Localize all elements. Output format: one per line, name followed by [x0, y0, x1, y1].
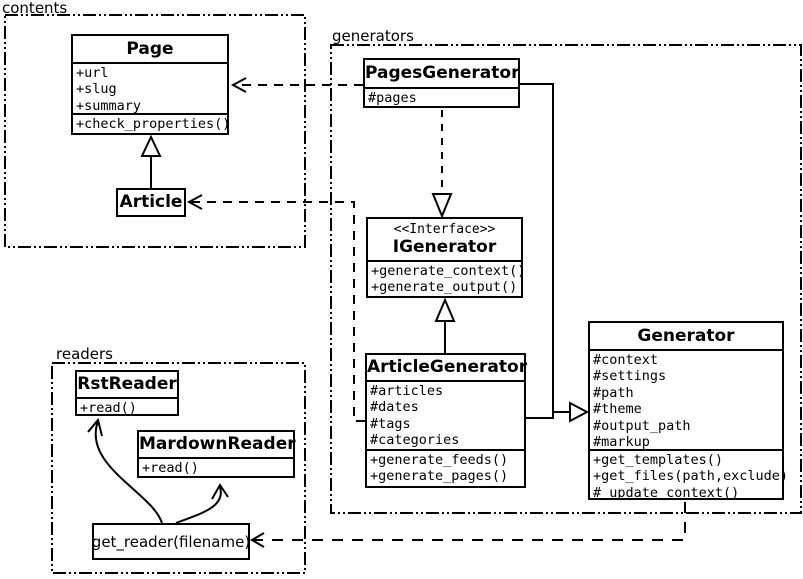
articlegenerator-to-article-arrowhead: [186, 194, 203, 210]
articlegenerator-to-igenerator-triangle: [434, 297, 456, 322]
generator-methods: +get_templates() +get_files(path,exclude…: [590, 449, 789, 501]
class-method: +get_files(path,exclude): [593, 468, 789, 485]
class-title-igenerator: IGenerator: [392, 237, 497, 257]
class-method: +read(): [80, 400, 137, 416]
readers-package-border: [51, 362, 306, 574]
class-attribute: #dates: [370, 399, 419, 416]
class-title-rstreader: RstReader: [77, 374, 177, 394]
class-method: +check_properties(): [76, 116, 231, 132]
class-attribute: +summary: [76, 97, 142, 114]
class-attribute: #markup: [593, 434, 650, 451]
articlegenerator-to-article-dependency-line: [191, 201, 365, 422]
class-attribute: +slug: [76, 81, 117, 98]
articlegenerator-attributes: #articles #dates #tags #categories: [367, 380, 524, 449]
interface-stereotype: <<Interface>>: [393, 222, 496, 237]
class-box-mardownreader: MardownReader +read(): [137, 430, 296, 478]
pagesgenerator-to-igenerator-triangle: [431, 193, 453, 219]
get-reader-function-box: get_reader(filename): [92, 523, 250, 560]
class-title-generator: Generator: [637, 326, 735, 346]
class-method: +generate_output(): [371, 279, 518, 296]
pagesgenerator-to-generator-line: [520, 83, 554, 419]
class-attribute: #path: [593, 384, 634, 401]
class-attribute: #settings: [593, 368, 667, 385]
class-title-article: Article: [119, 192, 183, 212]
class-attribute: #theme: [593, 401, 642, 418]
page-methods: +check_properties(): [73, 113, 231, 132]
article-to-page-inheritance-triangle: [140, 134, 162, 157]
igenerator-methods: +generate_context() +generate_output(): [368, 260, 526, 296]
class-attribute: #tags: [370, 415, 411, 432]
getreader-to-rstreader-curve: [94, 420, 163, 524]
class-method: +get_templates(): [593, 452, 724, 468]
class-box-pagesgenerator: PagesGenerator #pages: [363, 58, 520, 108]
class-attribute: #categories: [370, 432, 460, 449]
generator-attributes: #context #settings #path #theme #output_…: [590, 349, 782, 451]
class-title-page: Page: [126, 39, 174, 59]
class-method: #_update_context(): [593, 484, 740, 501]
class-method: +read(): [142, 460, 199, 476]
mardownreader-methods: +read(): [139, 457, 293, 476]
get-reader-label: get_reader(filename): [91, 532, 251, 551]
package-label-readers: readers: [56, 345, 113, 363]
class-box-generator: Generator #context #settings #path #them…: [588, 321, 789, 501]
articlegenerator-methods: +generate_feeds() +generate_pages(): [367, 449, 524, 485]
getreader-to-rstreader-arrowhead: [87, 417, 103, 437]
generator-inheritance-triangle: [569, 401, 590, 423]
class-box-article: Article: [116, 188, 186, 217]
class-attribute: #pages: [368, 90, 417, 106]
package-label-generators: generators: [332, 27, 414, 45]
generators-package-border: [330, 44, 802, 514]
generator-to-getreader-arrowhead: [250, 532, 265, 548]
pagesgenerator-to-page-arrowhead: [230, 77, 247, 93]
class-method: +generate_pages(): [370, 468, 509, 485]
package-label-contents: contents: [2, 0, 68, 17]
page-attributes: +url +slug +summary: [73, 62, 227, 114]
pagesgenerator-attributes: #pages: [365, 87, 518, 106]
class-box-igenerator: <<Interface>> IGenerator +generate_conte…: [366, 217, 526, 298]
class-method: +generate_feeds(): [370, 452, 509, 468]
class-box-articlegenerator: ArticleGenerator #articles #dates #tags …: [365, 353, 528, 488]
class-title-articlegenerator: ArticleGenerator: [367, 357, 528, 377]
rstreader-methods: +read(): [77, 397, 177, 416]
class-title-mardownreader: MardownReader: [139, 434, 296, 454]
class-attribute: +url: [76, 65, 109, 81]
class-method: +generate_context(): [371, 263, 526, 279]
class-attribute: #articles: [370, 383, 444, 399]
class-attribute: #context: [593, 352, 659, 368]
class-attribute: #output_path: [593, 417, 691, 434]
generator-to-getreader-dependency-line: [254, 502, 686, 541]
getreader-to-mardownreader-curve: [175, 486, 222, 524]
contents-package-border: [4, 14, 306, 248]
class-box-rstreader: RstReader +read(): [75, 370, 179, 416]
class-title-pagesgenerator: PagesGenerator: [365, 63, 520, 83]
class-box-page: Page +url +slug +summary +check_properti…: [71, 34, 231, 135]
igenerator-header: <<Interface>> IGenerator: [368, 219, 521, 260]
getreader-to-mardownreader-arrowhead: [211, 483, 229, 500]
